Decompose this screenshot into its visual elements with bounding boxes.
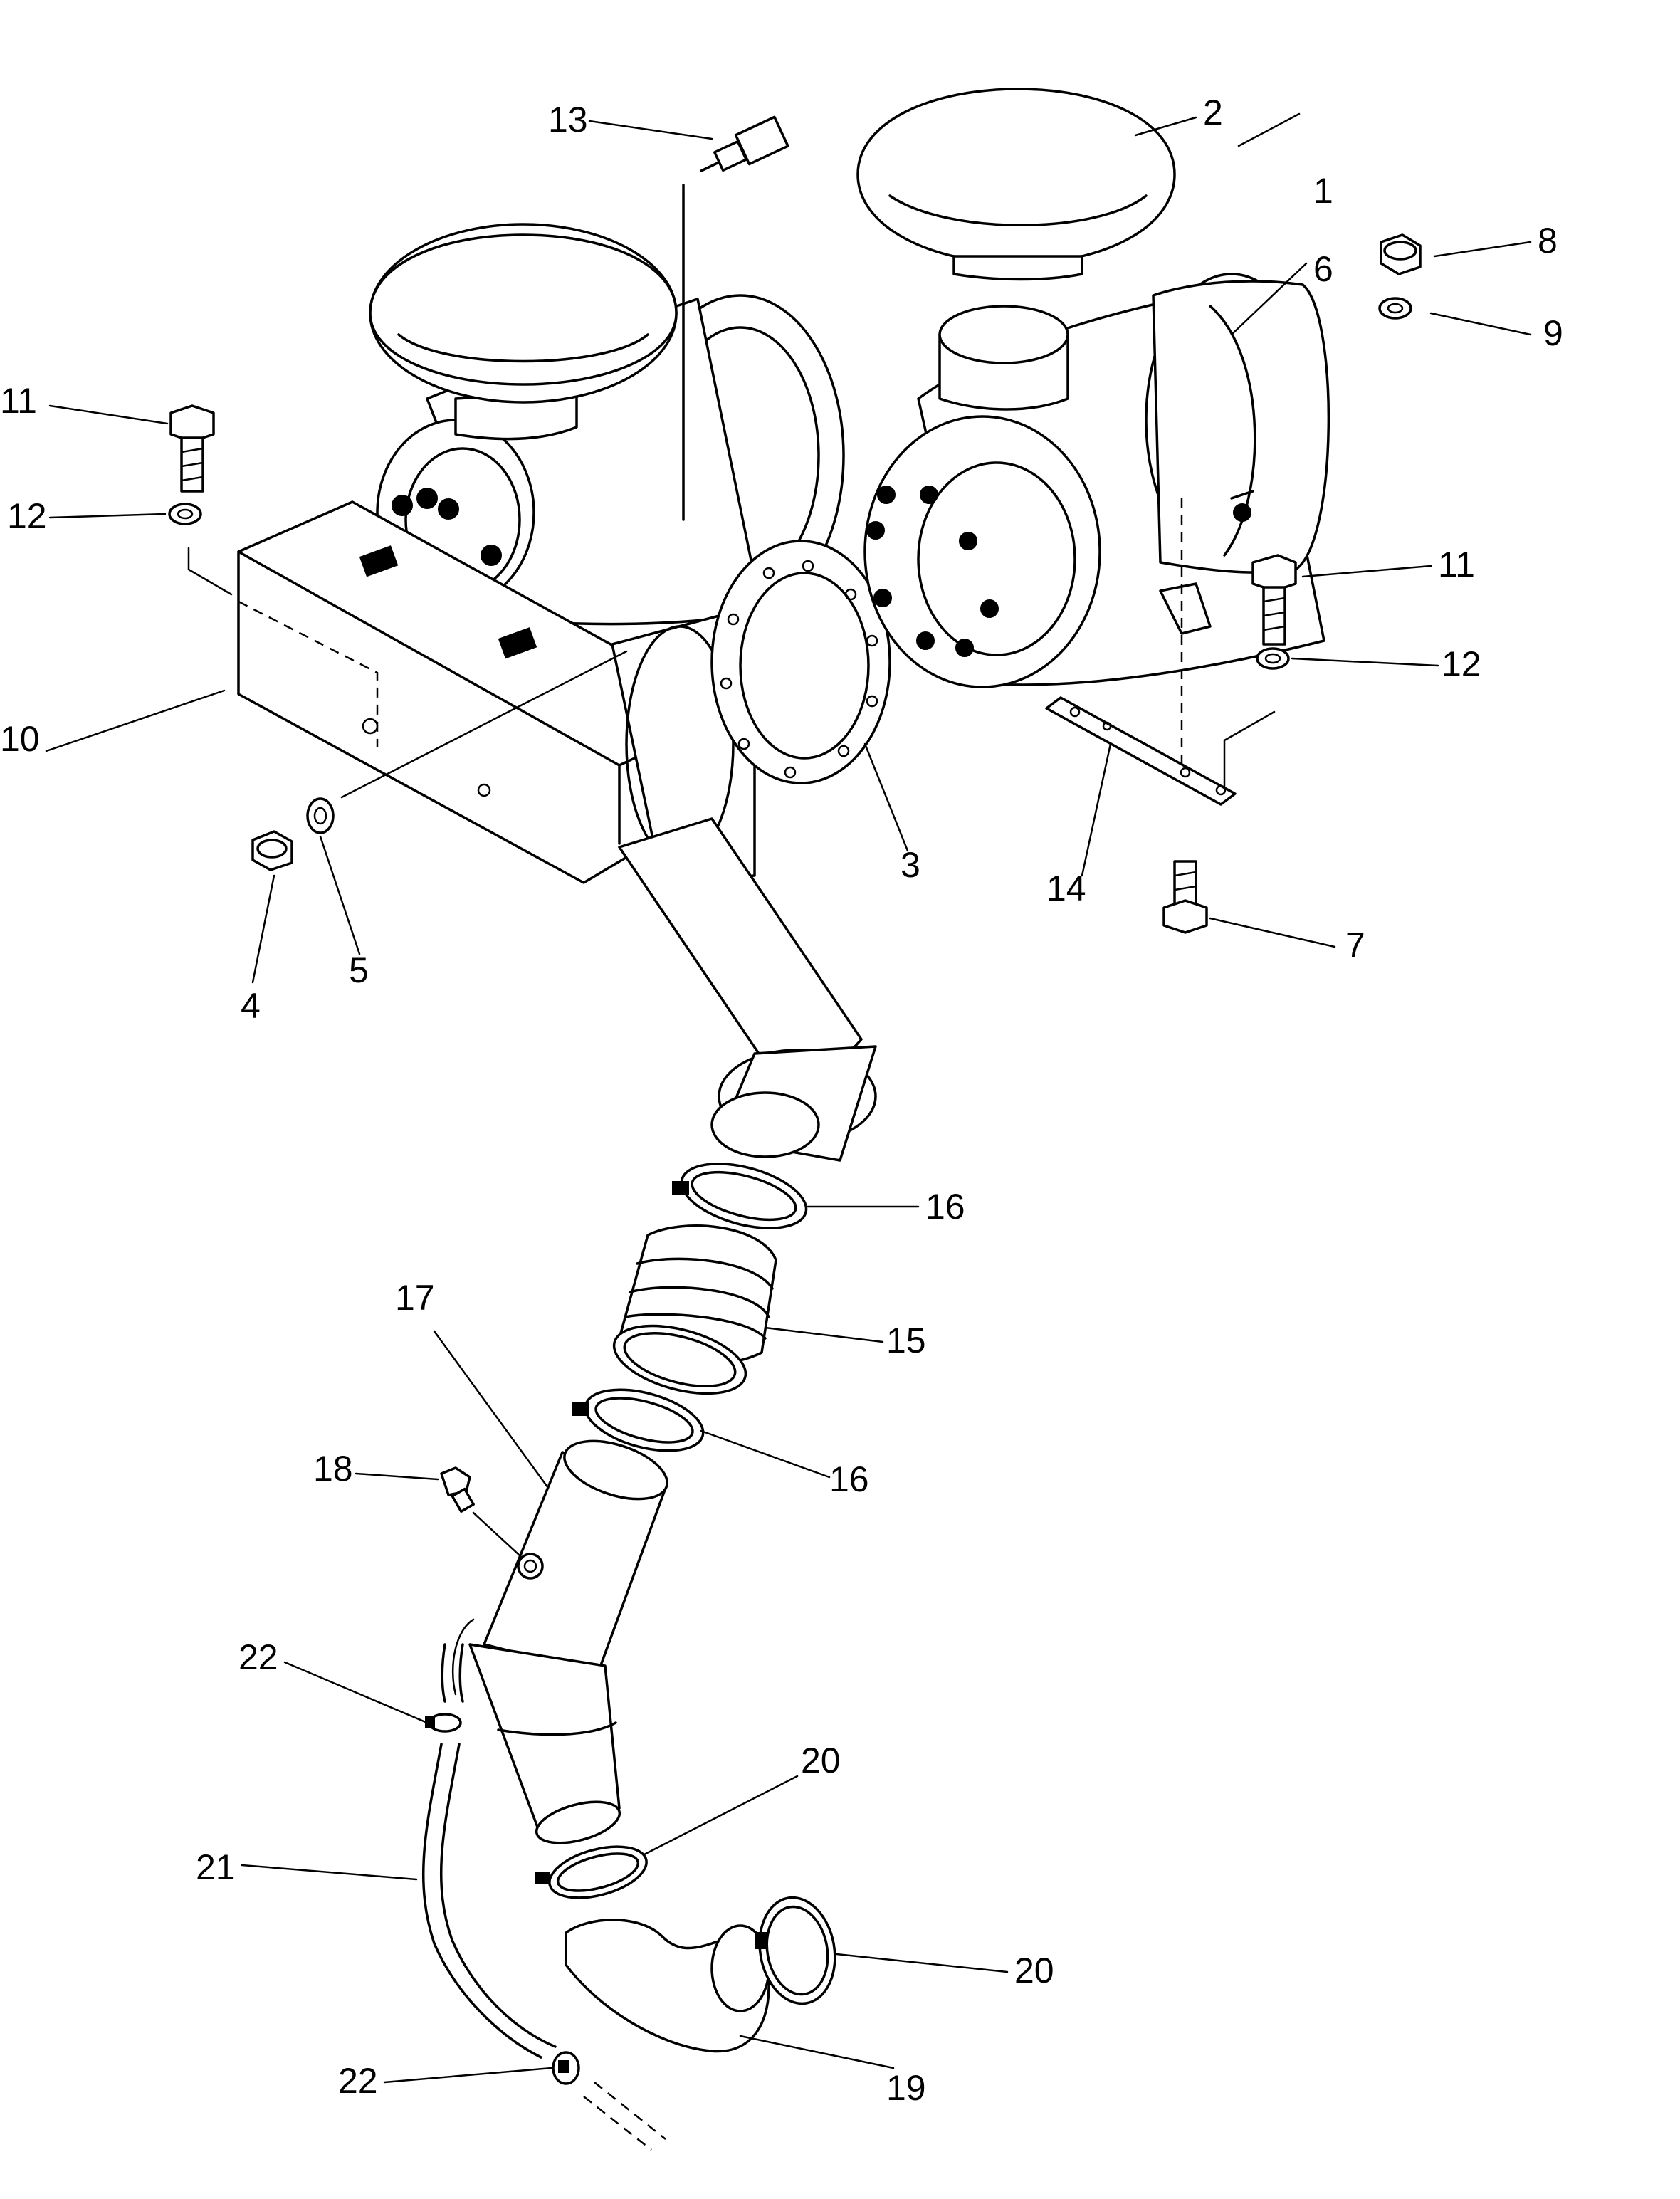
callout-labels: 1 2 3 4 5 6 7 8 9 10 11 11 12 12 13 14 1… — [0, 93, 1563, 2108]
callout-11a: 11 — [0, 381, 37, 421]
air-cleaner-body — [863, 273, 1330, 783]
flange-bolts-left — [392, 488, 502, 566]
callout-16a: 16 — [925, 1187, 965, 1227]
hose-clamp-16-lower — [572, 1388, 705, 1452]
air-cleaner-cap — [856, 88, 1176, 281]
intake-pipe-17 — [451, 1439, 668, 1844]
washer-12-right — [1256, 647, 1290, 670]
callout-2: 2 — [1203, 93, 1223, 132]
nut-4 — [251, 830, 293, 871]
callout-17: 17 — [395, 1278, 435, 1318]
callout-11b: 11 — [1438, 545, 1475, 584]
callout-16b: 16 — [829, 1459, 869, 1499]
washer-12-left — [168, 503, 202, 525]
bracket-plate — [1045, 696, 1237, 806]
callout-9: 9 — [1543, 313, 1563, 353]
hose-clamp-16-upper — [672, 1163, 808, 1229]
callout-13: 13 — [548, 100, 588, 140]
callout-10: 10 — [0, 719, 40, 759]
washer-9 — [1378, 297, 1412, 320]
callout-18: 18 — [313, 1449, 353, 1489]
nut-8 — [1380, 233, 1422, 275]
callout-20a: 20 — [801, 1741, 841, 1780]
elbow-hose-19 — [565, 1919, 770, 2053]
bolt-11-right — [1251, 554, 1297, 646]
callout-6: 6 — [1313, 249, 1333, 289]
callout-4: 4 — [241, 986, 261, 1026]
flange-gasket — [710, 540, 891, 784]
hose-clamp-20-upper — [535, 1845, 648, 1899]
callout-15: 15 — [886, 1321, 926, 1360]
callout-1: 1 — [1313, 171, 1333, 211]
callout-20b: 20 — [1014, 1951, 1054, 1990]
flange-bolts-right — [866, 486, 999, 657]
callout-14: 14 — [1046, 868, 1086, 908]
callout-21: 21 — [196, 1847, 236, 1887]
callout-5: 5 — [349, 950, 369, 990]
callout-12a: 12 — [7, 496, 47, 536]
hose-clip-22-lower — [552, 2051, 580, 2085]
callout-7: 7 — [1345, 925, 1365, 965]
bolt-7 — [1162, 860, 1208, 934]
hose-clip-22-upper — [425, 1713, 462, 1733]
plug-18 — [440, 1466, 521, 1557]
bellows-hose — [612, 1224, 777, 1395]
leader-lines — [45, 112, 1532, 2084]
callout-12b: 12 — [1442, 644, 1481, 684]
callout-8: 8 — [1538, 221, 1558, 261]
bolt-11-left — [169, 404, 215, 493]
callout-19: 19 — [886, 2068, 926, 2108]
hose-clamp-20-lower — [755, 1896, 836, 2005]
callout-22a: 22 — [238, 1637, 278, 1677]
callout-22b: 22 — [338, 2061, 378, 2101]
dust-indicator — [682, 115, 789, 521]
callout-3: 3 — [901, 845, 920, 885]
breather-hose — [421, 1643, 557, 2059]
washer-5 — [306, 797, 335, 834]
